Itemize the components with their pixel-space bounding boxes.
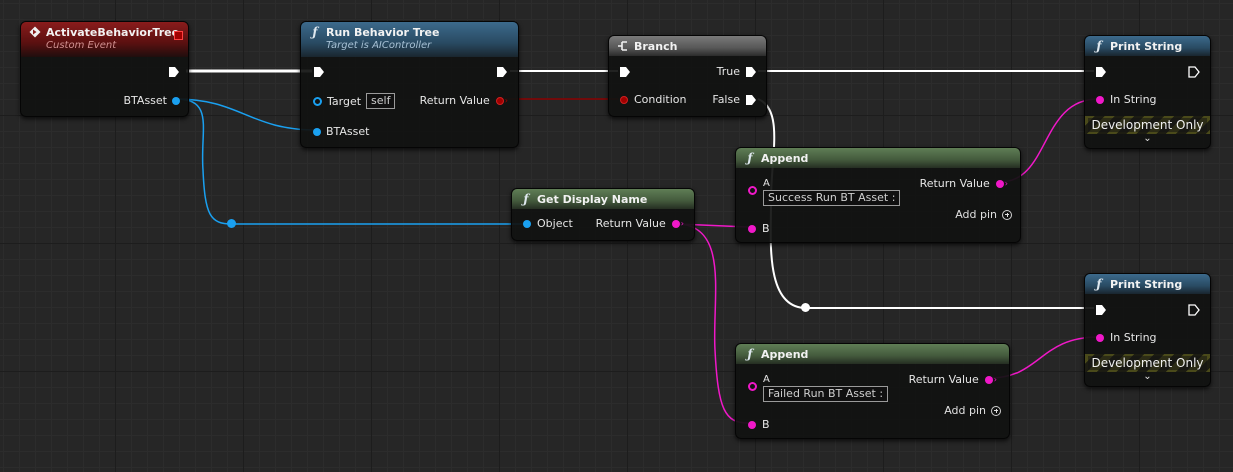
reroute-node-exec[interactable] xyxy=(801,303,810,312)
reroute-node-object[interactable] xyxy=(227,219,236,228)
a-value-field[interactable]: Failed Run BT Asset : xyxy=(763,386,889,402)
plus-icon xyxy=(991,405,1001,416)
node-header: Branch xyxy=(609,36,766,56)
node-title: Append xyxy=(761,347,809,361)
node-title: Branch xyxy=(634,39,678,53)
node-print-string-failed[interactable]: ƒ Print String In String Development Onl… xyxy=(1084,273,1211,387)
node-header: ActivateBehaviorTree Custom Event xyxy=(21,22,188,57)
add-pin-button[interactable]: Add pin xyxy=(944,404,1001,417)
exec-pin-icon[interactable] xyxy=(745,94,757,106)
exec-input-pin[interactable] xyxy=(619,66,631,78)
branch-icon xyxy=(617,40,629,52)
pin-false-output[interactable]: False xyxy=(712,93,757,106)
string-wire-name-to-append-failed-b[interactable] xyxy=(677,223,749,424)
pin-return-value-output[interactable]: Return Value › xyxy=(908,373,997,386)
node-title: Print String xyxy=(1110,39,1183,53)
node-title: Print String xyxy=(1110,277,1183,291)
bool-pin-dot[interactable] xyxy=(620,95,628,104)
development-only-banner: Development Only xyxy=(1085,116,1210,134)
node-header: ƒ Append xyxy=(736,148,1020,168)
string-pin-dot[interactable] xyxy=(1096,333,1104,342)
pin-btasset-input[interactable]: BTAsset xyxy=(313,125,369,138)
node-title: Get Display Name xyxy=(537,192,648,206)
delegate-pin-icon[interactable] xyxy=(174,31,183,40)
exec-input-pin[interactable] xyxy=(313,66,325,78)
node-header: ƒ Get Display Name xyxy=(512,189,694,209)
bool-pin-dot[interactable] xyxy=(495,96,504,105)
pin-true-output[interactable]: True xyxy=(717,65,757,78)
pin-in-string-input[interactable]: In String xyxy=(1096,331,1157,344)
node-branch[interactable]: Branch True Condition False xyxy=(608,35,767,117)
node-append-failed[interactable]: ƒ Append A Failed Run BT Asset : Return … xyxy=(735,343,1010,439)
node-subtitle: Custom Event xyxy=(46,40,117,51)
node-header: ƒ Print String xyxy=(1085,274,1210,294)
string-pin-dot[interactable] xyxy=(671,219,680,228)
pin-arrow-icon: › xyxy=(504,96,508,105)
node-append-success[interactable]: ƒ Append A Success Run BT Asset : Return… xyxy=(735,147,1021,243)
string-pin-dot[interactable] xyxy=(995,179,1004,188)
pin-b-input[interactable]: B xyxy=(748,418,770,431)
node-title: Append xyxy=(761,151,809,165)
pin-return-value-output[interactable]: Return Value › xyxy=(919,177,1008,190)
node-title: Run Behavior Tree xyxy=(326,25,440,39)
plus-icon xyxy=(1002,209,1012,220)
pin-btasset-output[interactable]: BTAsset xyxy=(124,94,180,107)
node-title: ActivateBehaviorTree xyxy=(46,25,180,39)
exec-input-pin[interactable] xyxy=(1095,304,1107,316)
string-pin-dot[interactable] xyxy=(748,224,756,233)
exec-input-pin[interactable] xyxy=(1095,66,1107,78)
node-subtitle: Target is AIController xyxy=(326,40,432,51)
pin-arrow-icon: › xyxy=(680,219,684,228)
event-diamond-icon xyxy=(29,26,41,38)
string-pin-dot[interactable] xyxy=(748,382,757,391)
function-icon: ƒ xyxy=(523,192,529,206)
function-icon: ƒ xyxy=(1096,39,1102,53)
object-pin-dot[interactable] xyxy=(313,127,321,136)
exec-output-pin[interactable] xyxy=(1188,66,1200,78)
pin-in-string-input[interactable]: In String xyxy=(1096,93,1157,106)
pin-object-input[interactable]: Object xyxy=(523,217,573,230)
function-icon: ƒ xyxy=(312,25,318,39)
pin-condition-input[interactable]: Condition xyxy=(620,93,687,106)
object-wire-btasset-to-getname[interactable] xyxy=(175,98,525,225)
node-header: ƒ Print String xyxy=(1085,36,1210,56)
pin-arrow-icon: › xyxy=(1004,179,1008,188)
exec-output-pin[interactable] xyxy=(168,66,180,78)
pin-return-value-output[interactable]: Return Value › xyxy=(595,217,684,230)
exec-pin-icon[interactable] xyxy=(745,66,757,78)
function-icon: ƒ xyxy=(747,347,753,361)
development-only-banner: Development Only xyxy=(1085,354,1210,372)
pin-b-input[interactable]: B xyxy=(748,222,770,235)
object-pin-dot[interactable] xyxy=(313,96,322,106)
node-print-string-success[interactable]: ƒ Print String In String Development Onl… xyxy=(1084,35,1211,149)
string-pin-dot[interactable] xyxy=(1096,95,1104,104)
string-pin-dot[interactable] xyxy=(748,186,757,195)
string-pin-dot[interactable] xyxy=(748,420,756,429)
exec-output-pin[interactable] xyxy=(496,66,508,78)
node-header: ƒ Run Behavior Tree Target is AIControll… xyxy=(301,22,518,57)
pin-arrow-icon: › xyxy=(993,375,997,384)
object-pin-dot[interactable] xyxy=(172,96,180,105)
expand-chevron-icon[interactable]: ⌄ xyxy=(1143,371,1152,382)
node-run-behavior-tree[interactable]: ƒ Run Behavior Tree Target is AIControll… xyxy=(300,21,519,148)
string-pin-dot[interactable] xyxy=(984,375,993,384)
object-pin-dot[interactable] xyxy=(523,219,531,228)
function-icon: ƒ xyxy=(1096,277,1102,291)
node-header: ƒ Append xyxy=(736,344,1009,364)
add-pin-button[interactable]: Add pin xyxy=(955,208,1012,221)
target-value-field[interactable]: self xyxy=(366,93,396,109)
function-icon: ƒ xyxy=(747,151,753,165)
a-value-field[interactable]: Success Run BT Asset : xyxy=(763,190,901,206)
object-wire-btasset-to-runbt[interactable] xyxy=(175,98,317,131)
node-activate-behavior-tree[interactable]: ActivateBehaviorTree Custom Event BTAsse… xyxy=(20,21,189,117)
pin-target-input[interactable]: Target self xyxy=(313,93,396,109)
pin-a-input[interactable]: A Failed Run BT Asset : xyxy=(748,374,889,402)
exec-output-pin[interactable] xyxy=(1188,304,1200,316)
pin-a-input[interactable]: A Success Run BT Asset : xyxy=(748,178,901,206)
node-get-display-name[interactable]: ƒ Get Display Name Object Return Value › xyxy=(511,188,695,241)
expand-chevron-icon[interactable]: ⌄ xyxy=(1143,133,1152,144)
pin-return-value-output[interactable]: Return Value › xyxy=(419,94,508,107)
